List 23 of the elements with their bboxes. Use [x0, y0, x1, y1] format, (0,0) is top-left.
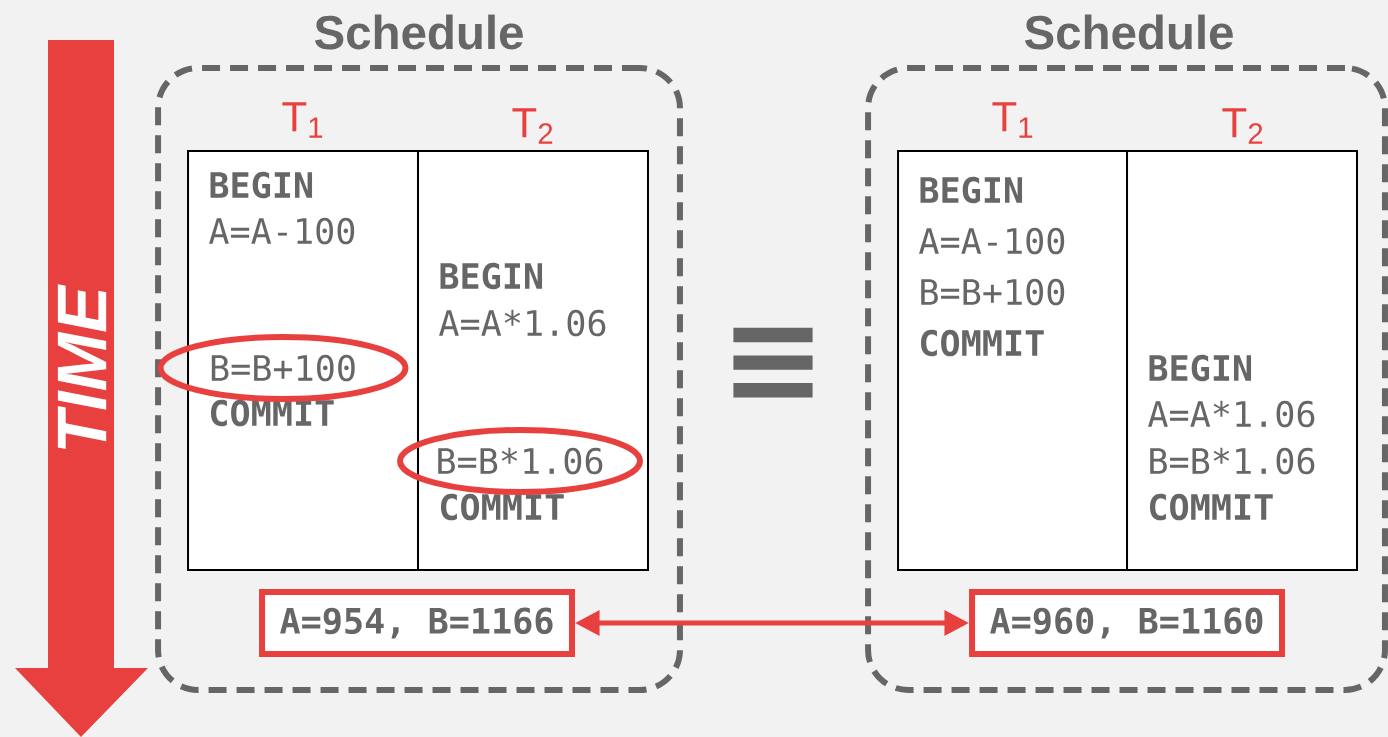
code-keyword: BEGIN	[440, 262, 543, 290]
code-keyword: COMMIT	[441, 493, 564, 521]
result-box: A=960, B=1160	[969, 589, 1285, 657]
code-keyword: COMMIT	[1150, 493, 1273, 521]
result-box: A=954, B=1166	[259, 589, 575, 657]
code-line: A=A-100	[209, 217, 355, 245]
code-keyword: COMMIT	[921, 329, 1044, 357]
code-keyword: BEGIN	[1149, 354, 1252, 382]
code-keyword: BEGIN	[920, 176, 1023, 204]
code-keyword: COMMIT	[210, 399, 334, 427]
column-heading: T$_{1}$	[992, 102, 1033, 138]
column-heading: T$_{1}$	[282, 102, 323, 138]
heading: Schedule	[1024, 14, 1233, 50]
column-heading: T$_{2}$	[1222, 108, 1263, 144]
heading: Schedule	[314, 14, 523, 50]
column-heading: T$_{2}$	[512, 108, 553, 144]
equivalence-sign: ≡	[733, 327, 813, 398]
code-line: B=B+100	[921, 278, 1065, 306]
code-line: A=A*1.06	[1148, 400, 1315, 428]
code-line: A=A*1.06	[439, 309, 606, 337]
code-line: A=A-100	[919, 227, 1065, 255]
code-keyword: BEGIN	[210, 171, 313, 199]
code-line: B=B*1.06	[1150, 447, 1315, 475]
